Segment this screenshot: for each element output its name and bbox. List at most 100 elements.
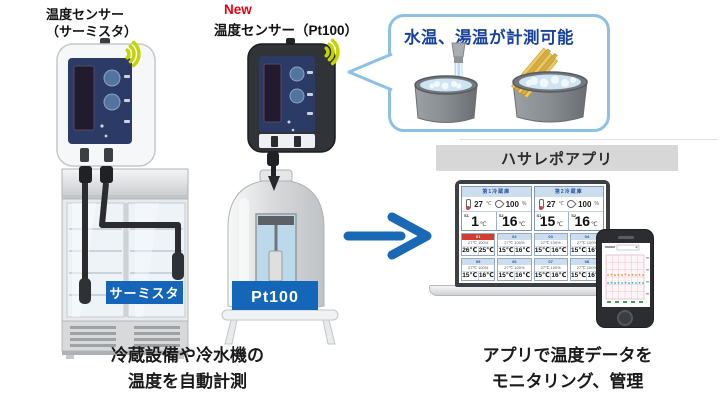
water-tank-illustration [221,169,339,345]
sensor2-cell: S2 16 ℃ [497,212,531,230]
immersion-probe [268,250,283,282]
mini-temp2: 16℃ [587,247,603,255]
sensor2-temp: 16 [574,213,591,229]
mini-climate: 27℃ 100% [462,265,495,272]
sensor1-label: S1 [536,213,542,218]
left-caption-line1: 冷蔵設備や冷水機の [111,346,264,365]
panel-climate-row: 27℃ 100% [534,197,603,212]
sensor2-label: S2 [498,213,504,218]
mini-panel-header: 07 [534,259,567,265]
mini-panel-header: 05 [462,259,495,265]
panel-climate-row: 27℃ 100% [462,197,531,212]
right-caption: アプリで温度データを モニタリング、管理 [425,343,710,395]
temp-unit: ℃ [591,222,598,228]
right-caption-line1: アプリで温度データを [482,346,653,365]
sensor1-temp: 15 [539,213,556,229]
humidity-unit: % [594,201,599,207]
mini-panel-header: 03 [534,234,567,240]
panel-header: 第1冷蔵庫 [462,187,531,197]
mini-temp2: 16℃ [551,272,567,279]
flow-arrow-icon [343,212,432,260]
callout-title: 水温、湯温が計測可能 [404,29,574,47]
sensor-panel-large: 第1冷蔵庫 27℃ 100% S1 1 ℃ [461,186,532,231]
divider-line [460,139,718,140]
mini-temp1: 26℃ [462,247,479,255]
mini-climate: 27℃ 100% [462,240,495,247]
mini-panel-header: 06 [498,259,531,265]
mini-panel-header: 02 [498,234,531,240]
hot-water-pot [511,47,588,123]
sensor-panel-large: 第2冷蔵庫 27℃ 100% S1 15 ℃ [533,186,604,231]
mini-sensor-panel: 08 27℃ 100% 15℃16℃ [569,258,604,281]
pt100-sensor-device [247,38,336,191]
mini-temp2: 16℃ [478,272,494,279]
mini-climate: 27℃ 100% [498,240,531,247]
right-caption-line2: モニタリング、管理 [491,372,644,391]
mini-temp1: 15℃ [498,272,515,280]
ambient-temp-value: 27 [474,199,483,209]
probe-tip [268,176,280,191]
series-teal [607,281,644,285]
sensor2-cell: S2 16 ℃ [569,212,603,230]
mini-temp1: 15℃ [534,247,552,255]
sensor1-cell: S1 15 ℃ [535,212,570,230]
mini-temp2: 16℃ [515,247,531,254]
thermistor-sensor-and-fridge-illustration: サーミスタ [56,38,189,359]
thermistor-title-line1: 温度センサー [46,7,125,22]
mini-climate: 27℃ 100% [570,240,603,247]
thermistor-sensor-device [56,38,156,183]
monitoring-app-screen: 第1冷蔵庫 27℃ 100% S1 1 ℃ [459,184,606,283]
water-pots-illustration [414,42,588,123]
temp-unit: ℃ [485,201,492,207]
thermistor-sensor-title: 温度センサー （サーミスタ） [46,6,137,40]
faucet-icon [454,57,463,63]
phone-screen [602,243,650,307]
pt100-sensor-title: 温度センサー（Pt100） [214,23,359,38]
mini-temp2: 16℃ [551,247,567,254]
thermistor-tag: サーミスタ [106,281,183,304]
cold-water-pot [414,42,478,123]
ambient-temp-value: 27 [546,199,556,209]
mini-climate: 27℃ 100% [570,265,603,272]
temp-unit: ℃ [479,222,487,228]
temp-unit: ℃ [518,222,526,228]
phone-speaker [618,236,634,239]
thermometer-icon [466,199,472,210]
mini-panel-header: 08 [570,259,603,265]
wifi-signal-icon [324,38,340,66]
mini-sensor-panel: 04 27℃ 100% 15℃16℃ [569,233,604,256]
mini-climate: 27℃ 100% [534,265,567,272]
sensor1-cell: S1 1 ℃ [462,212,497,230]
app-name-bar: ハサレポアプリ [436,145,678,171]
sensor2-label: S2 [571,213,577,218]
phone-home-button [617,310,633,326]
pt100-tag-label: Pt100 [251,289,299,306]
series-orange [607,273,644,277]
thermistor-probe-cables [79,182,184,304]
mini-temp1: 15℃ [462,272,479,280]
humidity-value: 100 [578,199,592,209]
mini-climate: 27℃ 100% [498,265,531,272]
temp-unit: ℃ [558,201,565,207]
temperature-graph [602,243,650,307]
droplet-icon [492,198,505,210]
sensor1-label: S1 [464,213,469,218]
callout-tail [347,52,393,92]
humidity-value: 100 [505,199,519,209]
measurement-callout: 水温、湯温が計測可能 [388,14,610,132]
thermistor-tag-label: サーミスタ [109,286,179,301]
mini-panel-header: 04 [570,234,603,240]
smartphone [596,229,654,328]
left-caption: 冷蔵設備や冷水機の 温度を自動計測 [55,343,320,395]
refrigerator-illustration [61,168,189,359]
sensor2-temp: 16 [501,213,518,229]
mini-temp2: 16℃ [587,272,603,280]
mini-climate: 27℃ 100% [534,240,567,247]
